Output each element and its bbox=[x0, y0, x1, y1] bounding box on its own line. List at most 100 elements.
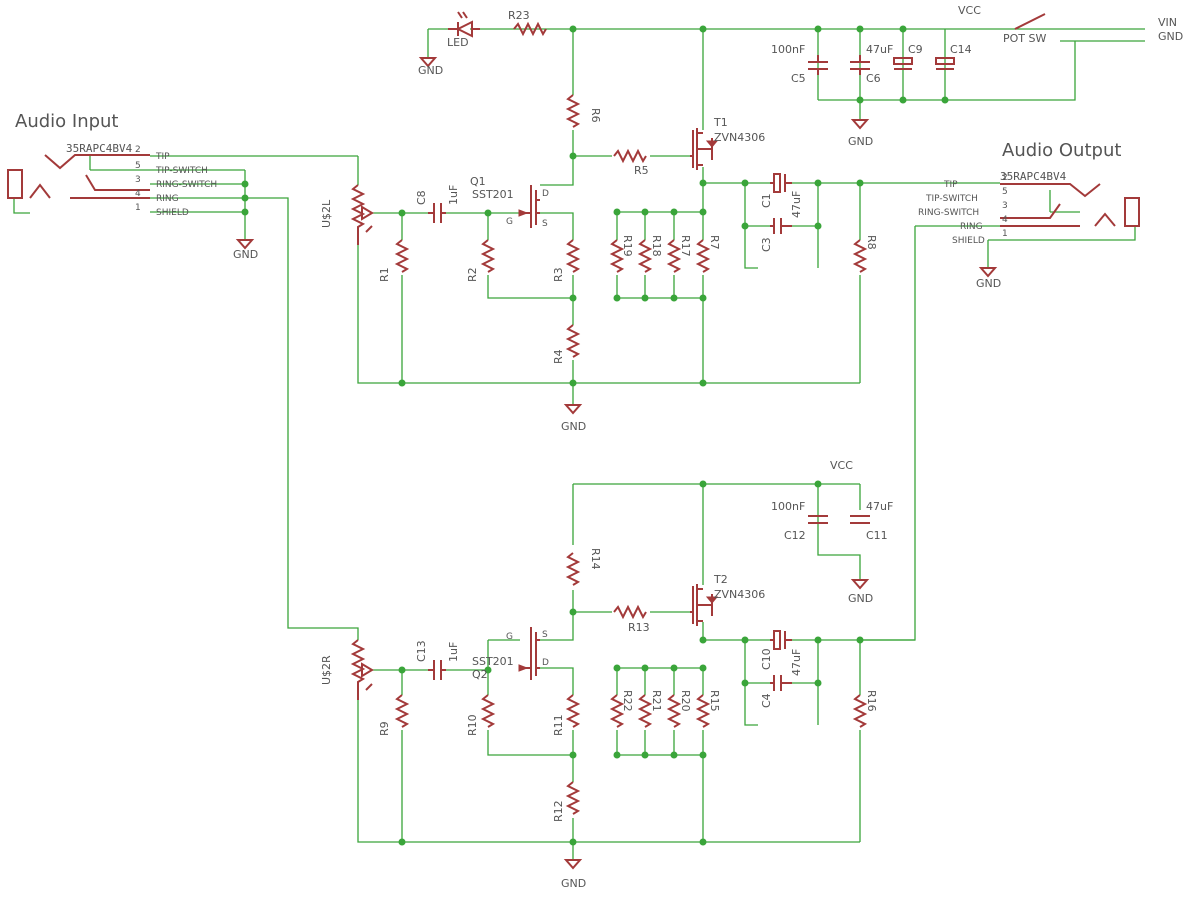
svg-text:R13: R13 bbox=[628, 621, 650, 634]
svg-text:C6: C6 bbox=[866, 72, 881, 85]
junction-dots bbox=[241, 25, 949, 846]
svg-text:R1: R1 bbox=[378, 267, 391, 282]
svg-text:VIN: VIN bbox=[1158, 16, 1177, 29]
transistor-q2 bbox=[524, 627, 540, 680]
labels: Audio Input Audio Output 35RAPC4BV4 35RA… bbox=[15, 4, 1183, 890]
svg-text:S: S bbox=[542, 219, 548, 229]
pot-u2l bbox=[350, 184, 366, 245]
svg-text:5: 5 bbox=[1002, 187, 1008, 197]
svg-text:TIP: TIP bbox=[155, 152, 170, 162]
svg-text:R6: R6 bbox=[589, 108, 602, 123]
svg-text:TIP-SWITCH: TIP-SWITCH bbox=[925, 194, 978, 204]
svg-text:R4: R4 bbox=[552, 349, 565, 364]
svg-text:D: D bbox=[542, 658, 549, 668]
svg-text:GND: GND bbox=[848, 592, 873, 605]
resistor-r2 bbox=[480, 239, 496, 273]
resistor-r19 bbox=[609, 239, 625, 273]
resistor-r1 bbox=[394, 239, 410, 273]
resistor-r17 bbox=[666, 239, 682, 273]
resistor-r23 bbox=[513, 21, 547, 37]
svg-text:RING: RING bbox=[156, 194, 179, 204]
title-audio-input: Audio Input bbox=[15, 111, 119, 132]
resistor-r3 bbox=[565, 239, 581, 273]
svg-text:4: 4 bbox=[1002, 215, 1008, 225]
resistor-r16 bbox=[852, 694, 868, 728]
svg-text:100nF: 100nF bbox=[771, 500, 805, 513]
resistor-r6 bbox=[565, 94, 581, 128]
svg-text:RING-SWITCH: RING-SWITCH bbox=[918, 208, 979, 218]
capacitor-c4 bbox=[770, 675, 792, 691]
svg-text:100nF: 100nF bbox=[771, 43, 805, 56]
transistor-symbols bbox=[518, 128, 719, 680]
svg-text:R5: R5 bbox=[634, 164, 649, 177]
svg-text:GND: GND bbox=[561, 420, 586, 433]
resistor-r4 bbox=[565, 324, 581, 358]
svg-text:1: 1 bbox=[1002, 229, 1008, 239]
svg-text:ZVN4306: ZVN4306 bbox=[714, 588, 765, 601]
svg-text:C13: C13 bbox=[415, 640, 428, 662]
resistor-r13 bbox=[613, 604, 647, 620]
capacitor-c12 bbox=[808, 515, 828, 524]
svg-text:R22: R22 bbox=[621, 690, 634, 712]
jack-part-input: 35RAPC4BV4 bbox=[66, 142, 133, 155]
svg-text:R23: R23 bbox=[508, 9, 530, 22]
svg-text:Q2: Q2 bbox=[472, 668, 488, 681]
svg-text:4: 4 bbox=[135, 189, 141, 199]
svg-text:47uF: 47uF bbox=[790, 191, 803, 218]
svg-text:T1: T1 bbox=[713, 116, 728, 129]
svg-text:R12: R12 bbox=[552, 800, 565, 822]
switch-icon bbox=[1014, 13, 1046, 30]
misc-symbols bbox=[7, 11, 1140, 227]
svg-text:SHIELD: SHIELD bbox=[156, 208, 189, 218]
svg-text:VCC: VCC bbox=[958, 4, 981, 17]
capacitor-c11 bbox=[850, 515, 870, 524]
svg-text:VCC: VCC bbox=[830, 459, 853, 472]
svg-text:G: G bbox=[506, 632, 513, 642]
svg-text:R19: R19 bbox=[621, 235, 634, 257]
ground-symbols bbox=[235, 57, 998, 870]
capacitor-c8 bbox=[428, 203, 446, 223]
svg-text:R16: R16 bbox=[865, 690, 878, 712]
svg-text:S: S bbox=[542, 630, 548, 640]
resistor-symbols bbox=[394, 21, 868, 815]
jack-part-output: 35RAPC4BV4 bbox=[1000, 170, 1067, 183]
capacitor-c5 bbox=[808, 55, 828, 75]
svg-text:GND: GND bbox=[233, 248, 258, 261]
resistor-r18 bbox=[637, 239, 653, 273]
svg-text:2: 2 bbox=[1002, 173, 1008, 183]
svg-text:GND: GND bbox=[418, 64, 443, 77]
svg-text:GND: GND bbox=[848, 135, 873, 148]
svg-text:R17: R17 bbox=[679, 235, 692, 257]
transistor-t2 bbox=[690, 584, 713, 626]
svg-text:5: 5 bbox=[135, 161, 141, 171]
svg-text:G: G bbox=[506, 217, 513, 227]
svg-text:TIP: TIP bbox=[943, 180, 958, 190]
svg-text:C3: C3 bbox=[760, 237, 773, 252]
svg-text:C1: C1 bbox=[760, 193, 773, 208]
svg-text:C5: C5 bbox=[791, 72, 806, 85]
wires bbox=[13, 28, 1145, 860]
svg-text:47uF: 47uF bbox=[866, 500, 893, 513]
capacitor-c1 bbox=[773, 173, 781, 193]
capacitor-c14 bbox=[935, 57, 955, 65]
svg-text:R11: R11 bbox=[552, 714, 565, 736]
svg-text:GND: GND bbox=[976, 277, 1001, 290]
svg-text:GND: GND bbox=[561, 877, 586, 890]
svg-text:LED: LED bbox=[447, 36, 469, 49]
resistor-r5 bbox=[613, 148, 647, 164]
svg-text:R9: R9 bbox=[378, 721, 391, 736]
svg-text:3: 3 bbox=[135, 175, 141, 185]
svg-text:1uF: 1uF bbox=[447, 642, 460, 662]
svg-text:T2: T2 bbox=[713, 573, 728, 586]
svg-text:47uF: 47uF bbox=[866, 43, 893, 56]
input-jack-icon bbox=[7, 169, 23, 199]
svg-text:1uF: 1uF bbox=[447, 185, 460, 205]
capacitor-c6 bbox=[850, 55, 870, 75]
resistor-r22 bbox=[609, 694, 625, 728]
svg-text:C10: C10 bbox=[760, 648, 773, 670]
svg-text:R7: R7 bbox=[708, 235, 721, 250]
svg-text:C11: C11 bbox=[866, 529, 888, 542]
resistor-r9 bbox=[394, 694, 410, 728]
svg-text:47uF: 47uF bbox=[790, 649, 803, 676]
pot-u2r bbox=[350, 639, 366, 700]
